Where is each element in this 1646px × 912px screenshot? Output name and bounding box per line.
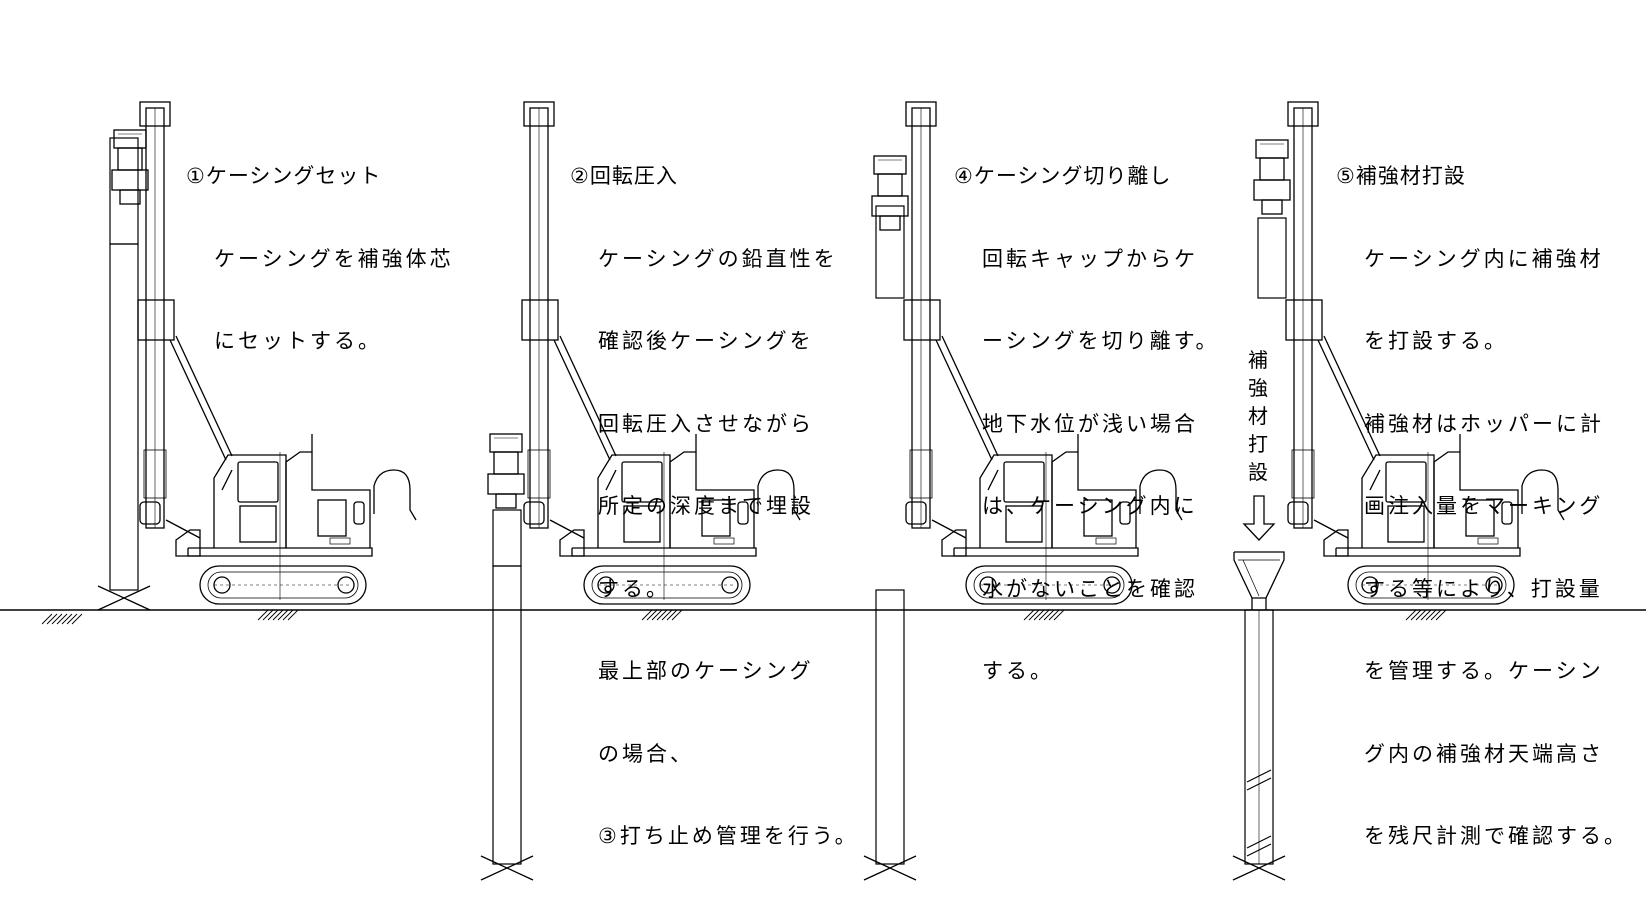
step-line: ③打ち止め管理を行う。 xyxy=(598,824,859,848)
step-title: ①ケーシングセット xyxy=(186,164,382,188)
panel-2-rotary-press-in xyxy=(480,101,801,881)
reinforcement-placement-label: 補 強 材 打 設 xyxy=(1246,346,1270,486)
casing-3 xyxy=(875,589,905,865)
step-title: ⑤補強材打設 xyxy=(1336,164,1466,188)
step-line: する。 xyxy=(598,576,670,601)
step-line: 所定の深度まで埋設 xyxy=(598,494,814,518)
step-line: 確認後ケーシングを xyxy=(598,329,814,353)
rotary-drive-4 xyxy=(1253,139,1291,215)
step-line: 画注入量をマーキング xyxy=(1364,494,1604,518)
step-line: 最上部のケーシング xyxy=(598,659,814,683)
label-char: 設 xyxy=(1248,460,1268,484)
step-line: ケーシングの鉛直性を xyxy=(598,246,838,271)
step-line: 回転キャップからケ xyxy=(982,246,1198,271)
down-arrow-icon xyxy=(1242,495,1276,541)
step-line: の場合、 xyxy=(598,741,694,766)
rotary-drive-1 xyxy=(111,129,149,205)
step-4-text: ④ケーシング切り離し 回転キャップからケ ーシングを切り離す。 地下水位が浅い場… xyxy=(954,108,1219,713)
step-line: は、ケーシング内に xyxy=(982,494,1198,518)
step-line: グ内の補強材天端高さ xyxy=(1364,741,1604,766)
panel-1-casing-set xyxy=(41,101,417,625)
step-line: を残尺計測で確認する。 xyxy=(1364,824,1628,848)
step-line: 水がないことを確認 xyxy=(982,576,1198,601)
separated-casing xyxy=(875,205,905,299)
panel-4-reinforcement xyxy=(1232,101,1565,881)
casing-1 xyxy=(109,243,139,591)
step-line: 回転圧入させながら xyxy=(598,411,814,436)
step-line: 補強材はホッパーに計 xyxy=(1364,411,1604,436)
step-1-text: ①ケーシングセット ケーシングを補強体芯 にセットする。 xyxy=(186,108,454,383)
rotary-drive-3 xyxy=(871,155,909,231)
step-line: ケーシングを補強体芯 xyxy=(214,246,454,271)
step-line: を管理する。ケーシン xyxy=(1364,659,1604,683)
label-char: 補 xyxy=(1248,348,1268,372)
step-title: ②回転圧入 xyxy=(570,164,678,188)
label-char: 打 xyxy=(1248,432,1268,456)
step-line: する等により、打設量 xyxy=(1364,576,1603,601)
casing-2 xyxy=(492,565,522,865)
step-line: を打設する。 xyxy=(1364,329,1508,353)
step-line: する。 xyxy=(982,659,1054,683)
rotary-drive-2 xyxy=(487,433,525,509)
reinforcement-marking xyxy=(1246,769,1272,857)
step-5-text: ⑤補強材打設 ケーシング内に補強材 を打設する。 補強材はホッパーに計 画注入量… xyxy=(1336,108,1628,878)
label-char: 強 xyxy=(1248,376,1268,400)
step-line: ーシングを切り離す。 xyxy=(982,329,1220,353)
ground-hatch xyxy=(41,613,83,625)
hopper xyxy=(1233,551,1285,610)
step-line: 地下水位が浅い場合 xyxy=(982,411,1198,436)
step-2-text: ②回転圧入 ケーシングの鉛直性を 確認後ケーシングを 回転圧入させながら 所定の… xyxy=(570,108,859,878)
label-char: 材 xyxy=(1248,404,1268,428)
step-title: ④ケーシング切り離し xyxy=(954,164,1172,188)
panel-3-casing-separation xyxy=(863,101,1183,881)
step-line: ケーシング内に補強材 xyxy=(1364,246,1604,271)
step-line: にセットする。 xyxy=(214,329,382,353)
